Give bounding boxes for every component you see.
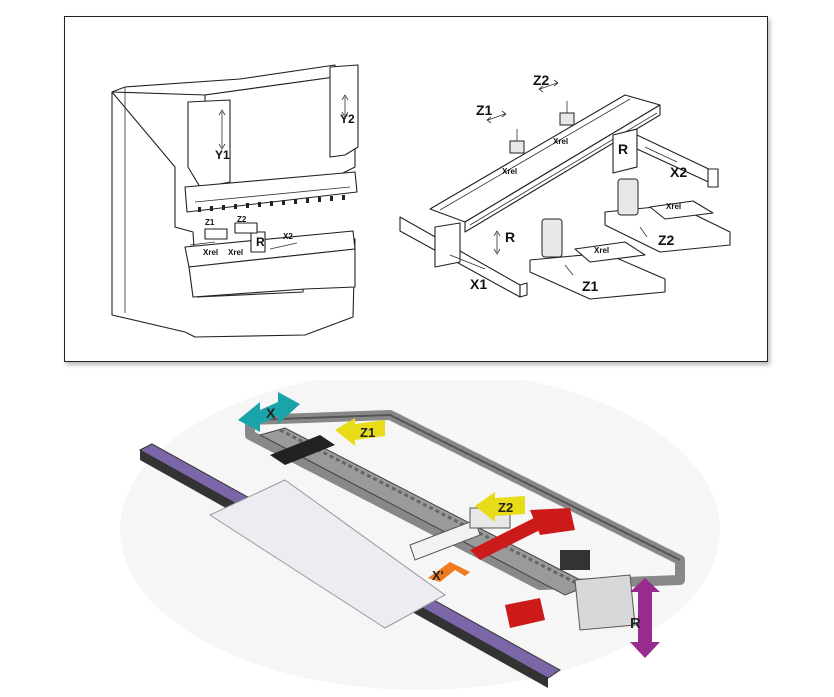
arrow-z2-label: Z2 (498, 500, 513, 515)
arrow-x: X (238, 392, 300, 432)
arrow-z1: Z1 (335, 418, 385, 446)
label-xrel-small: Xrel (228, 248, 243, 257)
backgauge-assembly: Z1 Z2 Xrel Xrel R R X2 X1 Xrel Xrel Z2 Z… (399, 72, 731, 300)
arrow-z2: Z2 (475, 492, 525, 522)
label-z1: Z1 (476, 102, 493, 118)
label-xrel-left: Xrel (203, 248, 218, 257)
label-xrel-a: Xrel (553, 137, 568, 146)
schematic-panel: Y1 Y2 Z1 Z2 Xrel R X2 Xrel (64, 16, 768, 362)
label-r-small: R (256, 235, 265, 249)
red-block-lower (505, 598, 545, 628)
label-y2: Y2 (340, 112, 355, 126)
label-z1-low: Z1 (582, 278, 599, 294)
label-z2: Z2 (533, 72, 550, 88)
label-r-left: R (505, 229, 515, 245)
arrow-x-label: X (266, 405, 276, 421)
label-xrel-d: Xrel (666, 202, 681, 211)
press-brake-machine: Y1 Y2 Z1 Z2 Xrel R X2 Xrel (111, 64, 359, 338)
schematic-drawing: Y1 Y2 Z1 Z2 Xrel R X2 Xrel (111, 64, 731, 338)
label-y1: Y1 (215, 148, 230, 162)
arrow-xprime-label: X' (432, 568, 444, 583)
arrow-z1-label: Z1 (360, 425, 375, 440)
label-x2: X2 (670, 164, 687, 180)
label-x1: X1 (470, 276, 487, 292)
arrow-xprime: X' (428, 562, 470, 583)
arrow-r: R (630, 578, 660, 658)
label-z2-small: Z2 (237, 215, 247, 224)
arrow-r-label: R (630, 615, 641, 632)
metal-sheet (208, 479, 446, 629)
label-r-right: R (618, 141, 628, 157)
label-xrel-c: Xrel (594, 246, 609, 255)
label-x2-small: X2 (283, 232, 293, 241)
label-z1-small: Z1 (205, 218, 215, 227)
label-z2-low: Z2 (658, 232, 675, 248)
label-xrel-b: Xrel (502, 167, 517, 176)
backgauge-3d-render: X Z1 Z2 X' R (120, 380, 720, 690)
